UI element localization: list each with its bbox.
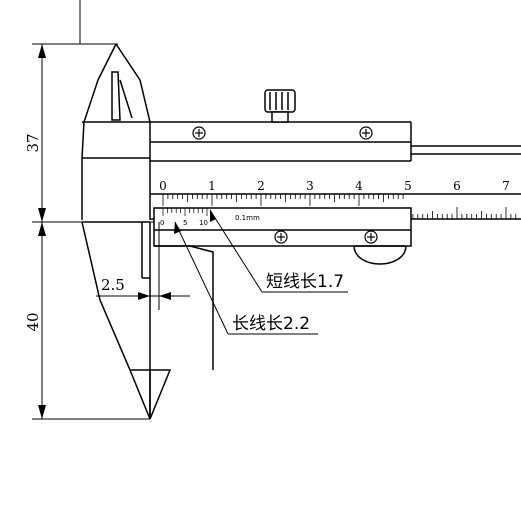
main-scale-label: 1 (208, 179, 216, 193)
beam-screws-icon (192, 126, 373, 140)
main-scale-labels: 0 1 2 3 4 5 6 7 (159, 179, 510, 193)
dimension-40: 40 (24, 312, 42, 331)
vertical-dimension-lines (32, 0, 160, 420)
offset-arrows (138, 292, 171, 300)
vernier-resolution: 0.1mm (235, 214, 260, 222)
fixed-jaw (81, 43, 172, 420)
vernier-label-0: 0 (160, 219, 164, 227)
main-scale-label: 7 (502, 179, 510, 193)
main-scale-label: 5 (404, 179, 412, 193)
lock-screw-icon (264, 89, 296, 123)
dimension-arrows (38, 44, 46, 419)
dimension-2-5: 2.5 (101, 276, 125, 294)
callout-short-line: 短线长1.7 (266, 272, 344, 292)
dimension-37: 37 (24, 133, 42, 152)
slider-screws-icon (274, 230, 378, 244)
main-scale-label: 4 (355, 179, 363, 193)
vernier-label-5: 5 (183, 219, 187, 227)
main-scale-label: 0 (159, 179, 167, 193)
main-scale-ticks (162, 194, 517, 219)
main-scale-label: 2 (257, 179, 265, 193)
callout-long-line: 长线长2.2 (232, 314, 310, 334)
vernier-label-10: 10 (199, 219, 208, 227)
callout-leaders (174, 209, 348, 335)
main-scale-label: 6 (453, 179, 461, 193)
main-beam (150, 121, 521, 220)
callout-arrows (174, 210, 216, 234)
main-scale-label: 3 (306, 179, 314, 193)
vernier-scale-ticks (162, 208, 208, 216)
